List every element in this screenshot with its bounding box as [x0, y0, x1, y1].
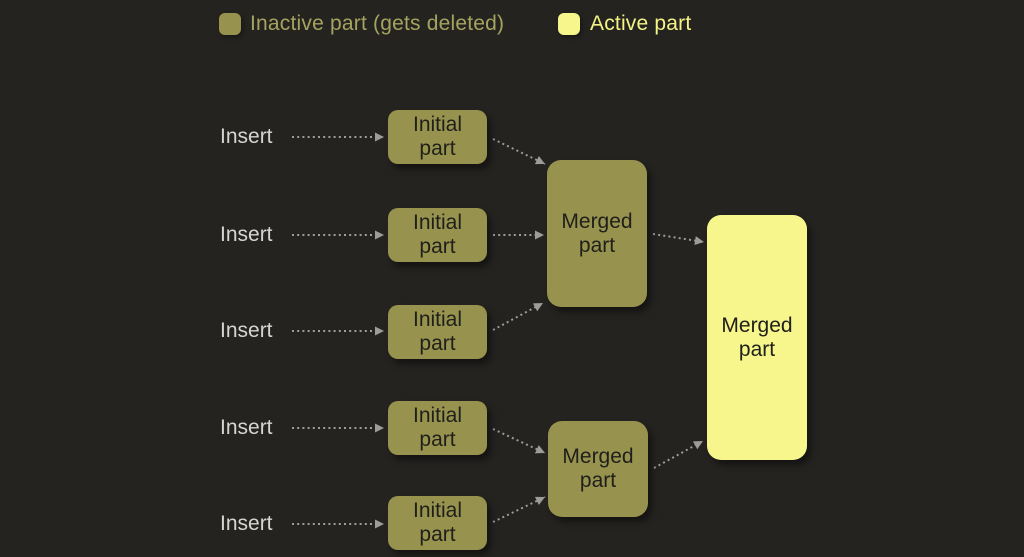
insert-label-5: Insert	[220, 512, 273, 535]
merged-part-label: Merged part	[562, 445, 634, 492]
initial-part-label: Initial part	[412, 499, 463, 546]
insert-label-3: Insert	[220, 319, 273, 342]
arrow-merged2-to-active	[653, 440, 704, 469]
initial-part-node-4: Initial part	[388, 401, 487, 455]
arrow-initial5-to-merged2	[492, 496, 546, 523]
legend-inactive-label: Inactive part (gets deleted)	[250, 12, 505, 35]
legend-active-label: Active part	[590, 12, 692, 35]
arrow-initial4-to-merged2	[492, 428, 546, 454]
merged-part-node-inactive-2: Merged part	[548, 421, 648, 517]
initial-part-label: Initial part	[412, 308, 463, 355]
initial-part-label: Initial part	[412, 404, 463, 451]
legend-active-swatch	[558, 13, 580, 35]
initial-part-node-1: Initial part	[388, 110, 487, 164]
merged-part-label: Merged part	[561, 209, 633, 257]
legend-inactive-swatch	[219, 13, 241, 35]
merged-part-node-inactive-1: Merged part	[547, 160, 647, 307]
initial-part-node-3: Initial part	[388, 305, 487, 359]
insert-label-2: Insert	[220, 223, 273, 246]
initial-part-node-2: Initial part	[388, 208, 487, 262]
initial-part-node-5: Initial part	[388, 496, 487, 550]
merged-part-node-active: Merged part	[707, 215, 807, 460]
initial-part-label: Initial part	[412, 113, 463, 160]
insert-label-4: Insert	[220, 416, 273, 439]
arrow-initial1-to-merged1	[492, 138, 546, 165]
arrow-merged1-to-active	[652, 233, 705, 246]
initial-part-label: Initial part	[412, 211, 463, 258]
arrow-initial3-to-merged1	[492, 302, 544, 331]
insert-label-1: Insert	[220, 125, 273, 148]
merged-part-label: Merged part	[721, 313, 793, 361]
